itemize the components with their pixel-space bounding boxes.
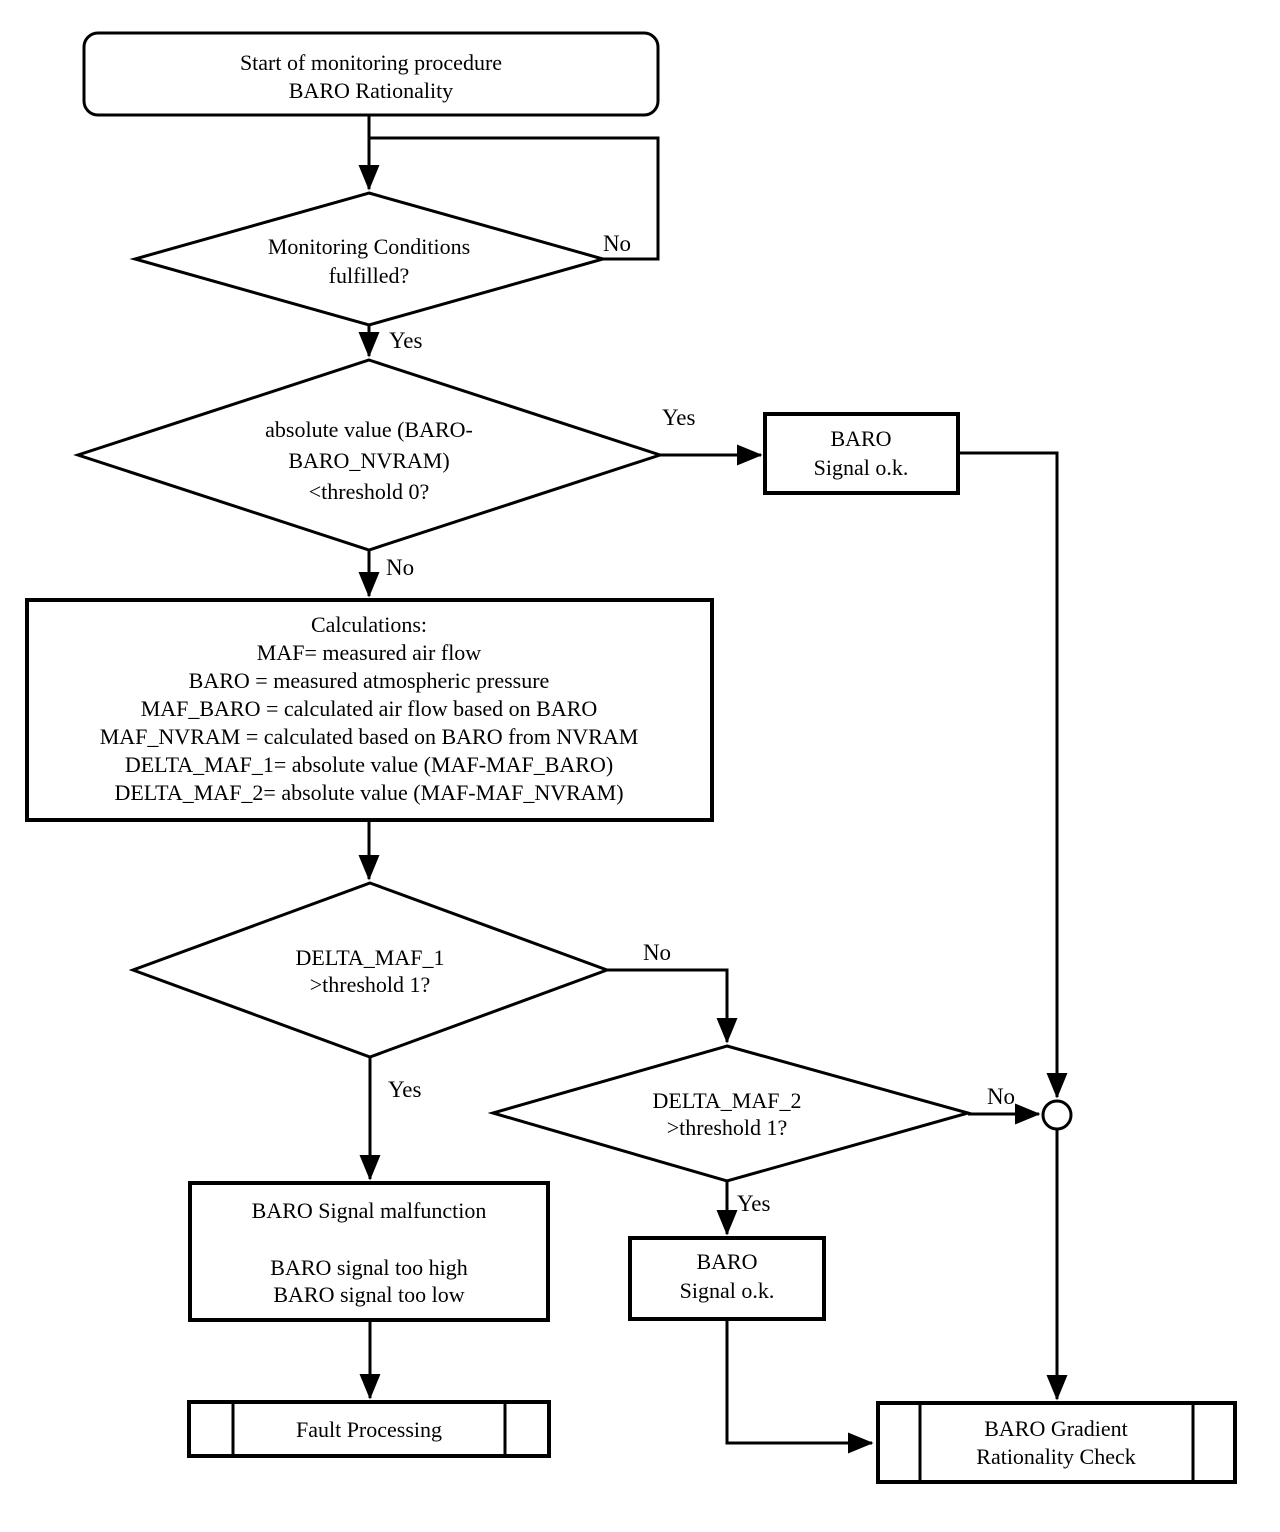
fault-processing-line1: Fault Processing [296, 1417, 442, 1442]
label-delta1-no: No [643, 940, 671, 965]
label-delta2-no: No [987, 1084, 1015, 1109]
edges [358, 116, 1068, 1454]
edge-labels: No Yes Yes No No Yes No Yes [386, 231, 1015, 1216]
baro-signal-ok-bottom-line1: BARO [696, 1249, 757, 1274]
edge-monitoring-no-loop [369, 136, 660, 261]
monitoring-conditions-decision: Monitoring Conditions fulfilled? [129, 191, 609, 327]
delta-maf-2-decision: DELTA_MAF_2 >threshold 1? [487, 1044, 974, 1183]
baro-signal-ok-top-node: BARO Signal o.k. [763, 412, 960, 495]
edge-barook2-to-gradient [725, 1319, 874, 1454]
baro-nvram-line2: BARO_NVRAM) [288, 448, 449, 473]
baro-malfunction-line2: BARO signal too high [270, 1255, 467, 1280]
baro-malfunction-node: BARO Signal malfunction BARO signal too … [188, 1181, 550, 1322]
label-monitoring-no: No [603, 231, 631, 256]
baro-nvram-decision: absolute value (BARO- BARO_NVRAM) <thres… [73, 358, 665, 552]
calculations-line6: DELTA_MAF_1= absolute value (MAF-MAF_BAR… [125, 752, 613, 777]
delta-maf-2-line2: >threshold 1? [667, 1115, 788, 1140]
delta-maf-2-shape [487, 1044, 974, 1183]
baro-signal-ok-bottom-node: BARO Signal o.k. [628, 1236, 826, 1321]
delta-maf-1-line2: >threshold 1? [310, 972, 431, 997]
baro-nvram-decision-shape [73, 358, 665, 552]
delta-maf-1-decision: DELTA_MAF_1 >threshold 1? [128, 881, 612, 1059]
label-nvram-no: No [386, 555, 414, 580]
start-node-line2: BARO Rationality [289, 78, 453, 103]
baro-signal-ok-top-shape [763, 412, 960, 495]
calculations-line1: Calculations: [311, 612, 427, 637]
connector-circle [1041, 1099, 1073, 1131]
start-node-line1: Start of monitoring procedure [240, 50, 502, 75]
label-monitoring-yes: Yes [389, 328, 423, 353]
calculations-line3: BARO = measured atmospheric pressure [189, 668, 550, 693]
calculations-node: Calculations: MAF= measured air flow BAR… [25, 598, 714, 822]
delta-maf-1-line1: DELTA_MAF_1 [296, 945, 445, 970]
calculations-shape [25, 598, 714, 822]
fault-processing-node: Fault Processing [187, 1400, 551, 1458]
fault-processing-shape [187, 1400, 551, 1458]
start-node-shape [82, 31, 660, 117]
delta-maf-1-shape [128, 881, 612, 1059]
start-node: Start of monitoring procedure BARO Ratio… [82, 31, 660, 117]
edge-barook-to-circle [958, 451, 1068, 1099]
label-nvram-yes: Yes [662, 405, 696, 430]
calculations-line7: DELTA_MAF_2= absolute value (MAF-MAF_NVR… [114, 780, 623, 805]
baro-signal-ok-bottom-shape [628, 1236, 826, 1321]
calculations-line2: MAF= measured air flow [257, 640, 482, 665]
baro-nvram-line3: <threshold 0? [309, 479, 430, 504]
label-delta1-yes: Yes [388, 1077, 422, 1102]
monitoring-conditions-line2: fulfilled? [329, 263, 410, 288]
baro-signal-ok-bottom-line2: Signal o.k. [680, 1278, 775, 1303]
monitoring-conditions-shape [129, 191, 609, 327]
baro-malfunction-line3: BARO signal too low [273, 1282, 464, 1307]
baro-gradient-line1: BARO Gradient [984, 1416, 1128, 1441]
baro-nvram-line1: absolute value (BARO- [265, 417, 473, 442]
baro-gradient-shape [876, 1401, 1237, 1484]
baro-gradient-line2: Rationality Check [976, 1444, 1135, 1469]
baro-malfunction-shape [188, 1181, 550, 1322]
baro-signal-ok-top-line1: BARO [830, 426, 891, 451]
calculations-line5: MAF_NVRAM = calculated based on BARO fro… [100, 724, 639, 749]
baro-signal-ok-top-line2: Signal o.k. [814, 455, 909, 480]
label-delta2-yes: Yes [737, 1191, 771, 1216]
baro-malfunction-line1: BARO Signal malfunction [252, 1198, 487, 1223]
edge-delta1-no [607, 968, 738, 1044]
monitoring-conditions-line1: Monitoring Conditions [268, 234, 470, 259]
calculations-line4: MAF_BARO = calculated air flow based on … [141, 696, 598, 721]
baro-gradient-node: BARO Gradient Rationality Check [876, 1401, 1237, 1484]
delta-maf-2-line1: DELTA_MAF_2 [653, 1088, 802, 1113]
